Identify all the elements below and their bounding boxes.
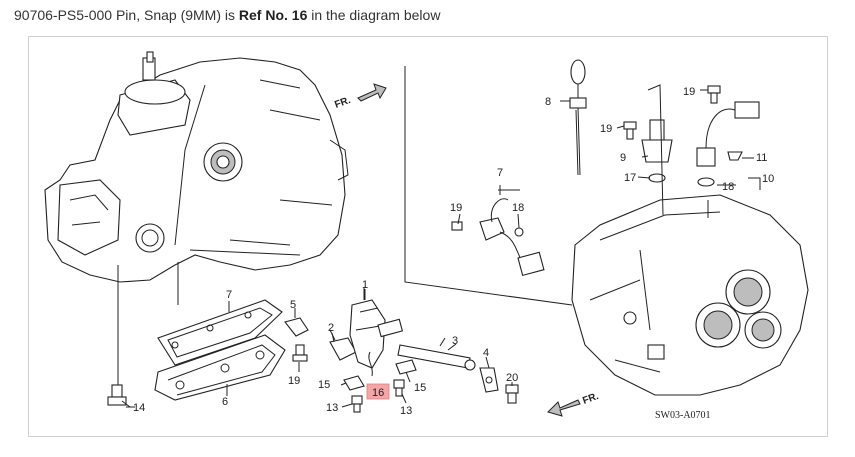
gasket-7 bbox=[157, 299, 283, 366]
label-5: 5 bbox=[290, 299, 296, 311]
shaft-3 bbox=[397, 337, 476, 371]
label-13: 13 bbox=[326, 402, 338, 414]
label-6: 6 bbox=[222, 396, 228, 408]
front-arrow-top: FR. bbox=[333, 83, 387, 111]
dipstick-8 bbox=[560, 59, 587, 176]
bolt-19-lower bbox=[292, 344, 308, 372]
label-15: 15 bbox=[414, 382, 426, 394]
bolt-13-right bbox=[393, 379, 405, 397]
label-15: 15 bbox=[318, 379, 330, 391]
diagram-code: SW03-A0701 bbox=[655, 410, 711, 421]
label-17: 17 bbox=[624, 172, 636, 184]
label-3: 3 bbox=[452, 335, 458, 347]
transmission-case-left bbox=[44, 51, 349, 283]
label-14: 14 bbox=[133, 402, 145, 414]
label-19: 19 bbox=[450, 202, 462, 214]
transmission-case-right bbox=[571, 194, 809, 396]
speed-sensor-assembly bbox=[641, 84, 760, 218]
label-13: 13 bbox=[400, 405, 412, 417]
label-8: 8 bbox=[545, 96, 551, 108]
bolt-14 bbox=[107, 384, 135, 408]
highlighted-ref-16: 16 bbox=[366, 383, 390, 400]
caption-part-name: 90706-PS5-000 Pin, Snap (9MM) is bbox=[14, 7, 239, 23]
clip-15-left bbox=[343, 375, 365, 391]
label-18: 18 bbox=[722, 181, 734, 193]
cover-6 bbox=[154, 334, 286, 401]
callout-labels: 8 19 19 9 11 17 10 18 7 19 18 1 7 5 2 3 … bbox=[133, 86, 774, 417]
label-18: 18 bbox=[512, 202, 524, 214]
label-11: 11 bbox=[756, 152, 767, 164]
bracket-5 bbox=[284, 308, 309, 337]
svg-text:FR.: FR. bbox=[333, 95, 352, 111]
bracket-4 bbox=[479, 367, 499, 393]
label-20: 20 bbox=[506, 372, 518, 384]
label-1: 1 bbox=[362, 279, 368, 291]
label-4: 4 bbox=[483, 347, 489, 359]
label-10: 7 bbox=[497, 167, 503, 179]
bolt-19-top-mid bbox=[623, 121, 637, 140]
label-9: 9 bbox=[620, 152, 626, 164]
snap-pin-16 bbox=[368, 351, 373, 377]
shift-lever-1 bbox=[349, 288, 404, 369]
bolt-19-top-right bbox=[707, 85, 721, 104]
bolt-20 bbox=[505, 384, 519, 404]
label-19: 19 bbox=[600, 123, 612, 135]
caption-ref-number: Ref No. 16 bbox=[238, 7, 308, 23]
bolt-13-left bbox=[351, 395, 363, 413]
label-2: 2 bbox=[328, 322, 334, 334]
leader-lines bbox=[121, 89, 761, 408]
clip-15-right bbox=[395, 359, 417, 375]
sensor-10 bbox=[451, 185, 545, 277]
svg-text:FR.: FR. bbox=[581, 391, 600, 407]
label-16: 16 bbox=[372, 387, 384, 399]
front-arrow-bottom: FR. bbox=[547, 391, 600, 417]
label-12: 10 bbox=[762, 173, 774, 185]
label-19: 19 bbox=[288, 375, 300, 387]
label-7: 7 bbox=[226, 289, 232, 301]
caption-suffix: in the diagram below bbox=[307, 7, 441, 23]
label-19: 19 bbox=[683, 86, 695, 98]
page-caption: 90706-PS5-000 Pin, Snap (9MM) is Ref No.… bbox=[14, 7, 440, 23]
